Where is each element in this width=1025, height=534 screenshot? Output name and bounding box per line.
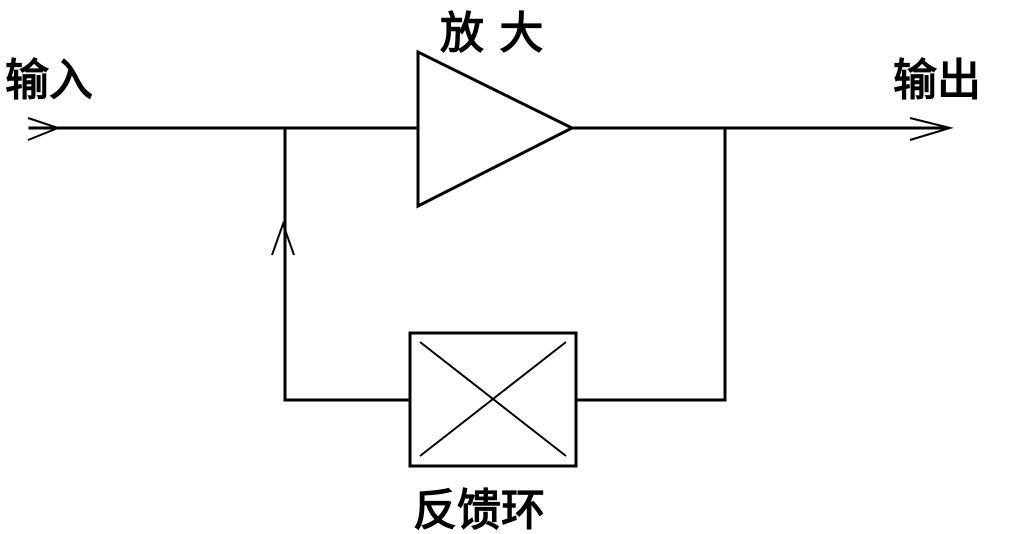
- input-label: 输入: [5, 55, 93, 106]
- feedback-box-cross-b: [419, 341, 567, 457]
- amplifier-label: 放 大: [440, 8, 543, 59]
- output-label: 输出: [893, 55, 981, 106]
- output-arrow-icon: [909, 117, 954, 141]
- amplifier-triangle: [416, 49, 576, 209]
- feedback-label: 反馈环: [413, 485, 545, 534]
- feedback-arrow-icon: [271, 221, 295, 256]
